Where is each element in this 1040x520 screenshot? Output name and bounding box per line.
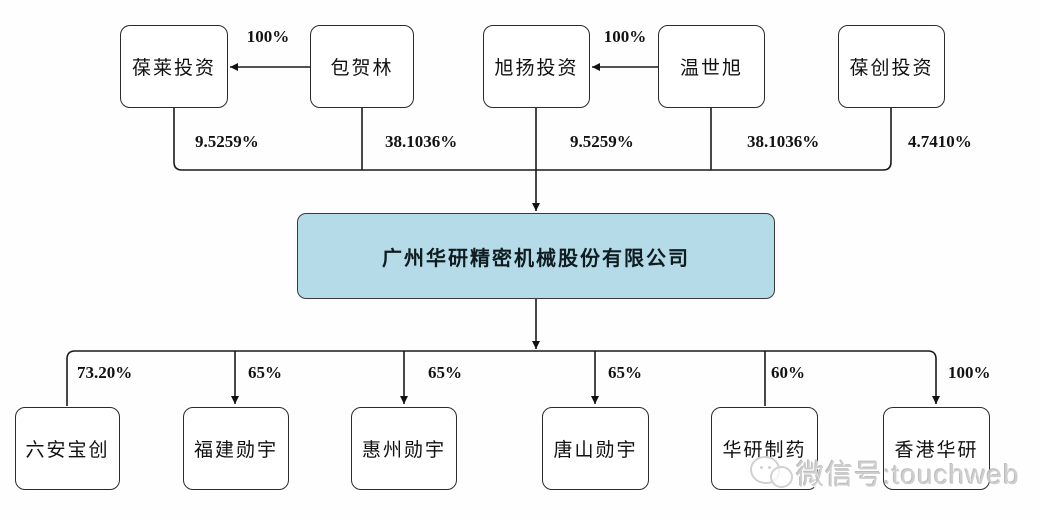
ownership-pct-label: 38.1036%	[747, 132, 820, 151]
bottom-bus	[66, 350, 940, 406]
subsidiary-pct-label: 65%	[428, 363, 462, 382]
shareholder-box-xuyang: 旭扬投资	[483, 25, 590, 108]
company-box: 广州华研精密机械股份有限公司	[297, 213, 775, 299]
ownership-pct-label: 4.7410%	[908, 132, 972, 151]
top-bus	[173, 108, 892, 171]
subsidiary-pct-label: 100%	[948, 363, 991, 382]
subsidiary-box-luanbaochuang: 六安宝创	[15, 407, 120, 490]
shareholder-box-baolai: 葆莱投资	[120, 25, 228, 108]
subsidiary-box-tangshanxunyu: 唐山勋宇	[542, 407, 649, 490]
subsidiary-box-huayanzhiyao: 华研制药	[711, 407, 818, 490]
shareholder-box-baochuang: 葆创投资	[838, 25, 945, 108]
subsidiary-pct-label: 65%	[248, 363, 282, 382]
shareholder-box-baohelin: 包贺林	[310, 25, 414, 108]
ownership-pct-label: 38.1036%	[385, 132, 458, 151]
subsidiary-box-huizhouxunyu: 惠州勋宇	[351, 407, 457, 490]
subsidiary-pct-label: 65%	[608, 363, 642, 382]
ownership-pct-label: 9.5259%	[195, 132, 259, 151]
subsidiary-pct-label: 60%	[771, 363, 805, 382]
control-pct-label: 100%	[246, 27, 290, 46]
subsidiary-box-hongkonghuayan: 香港华研	[883, 407, 990, 490]
ownership-pct-label: 9.5259%	[570, 132, 634, 151]
subsidiary-box-fujianxunyu: 福建勋宇	[183, 407, 289, 490]
control-pct-label: 100%	[603, 27, 647, 46]
shareholder-box-wenshixu: 温世旭	[658, 25, 765, 108]
subsidiary-pct-label: 73.20%	[77, 363, 133, 382]
